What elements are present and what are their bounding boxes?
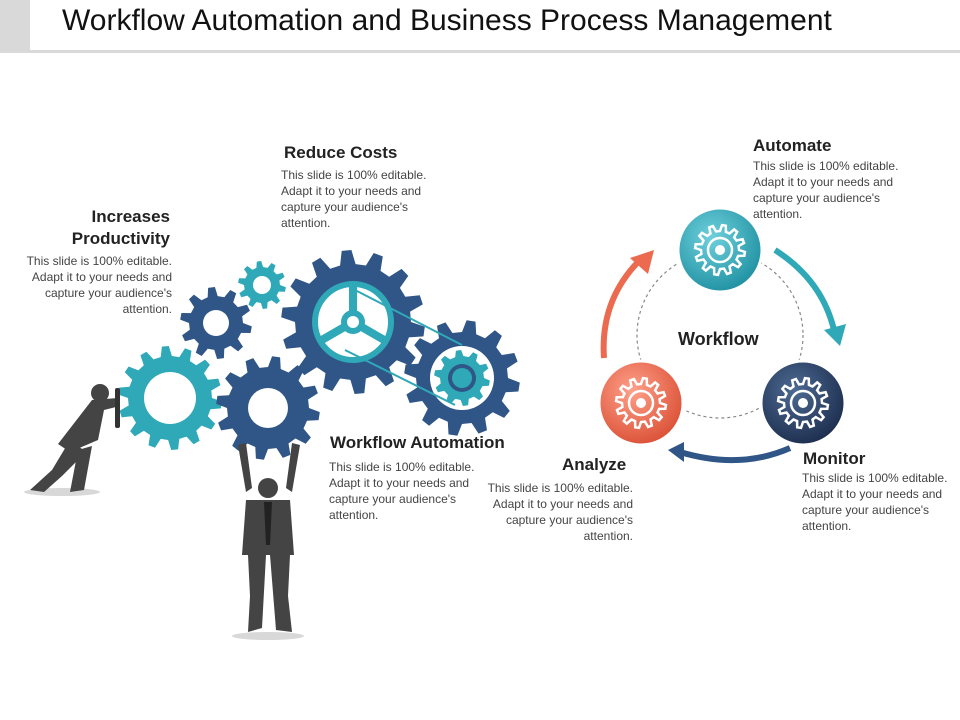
gear-icon xyxy=(216,356,320,460)
cycle-arrow-icon xyxy=(600,247,846,464)
title-bar: Workflow Automation and Business Process… xyxy=(0,0,960,53)
increases-productivity-heading-line2: Productivity xyxy=(71,229,170,248)
belt-line-bottom xyxy=(344,349,456,406)
increases-productivity-desc: This slide is 100% editable. Adapt it to… xyxy=(26,254,172,316)
gear-icon-ring xyxy=(789,389,817,417)
person-pushing-icon xyxy=(24,384,120,496)
gear-icon xyxy=(693,223,747,277)
analyze-node xyxy=(597,359,685,447)
gear-ring xyxy=(312,281,394,363)
gear-icon xyxy=(238,261,286,309)
analyze-desc: This slide is 100% editable. Adapt it to… xyxy=(487,481,633,543)
reduce-costs-heading: Reduce Costs xyxy=(284,143,398,162)
gear-icon-ring xyxy=(706,236,734,264)
cycle-center-label: Workflow xyxy=(678,329,759,349)
gear-icon xyxy=(614,376,668,430)
reduce-costs-desc: This slide is 100% editable. Adapt it to… xyxy=(281,168,427,230)
page-title: Workflow Automation and Business Process… xyxy=(62,4,832,37)
gear-hub-hole xyxy=(347,316,359,328)
gear-cluster xyxy=(118,250,520,460)
gear-icon-ring xyxy=(627,389,655,417)
workflow-automation-heading: Workflow Automation xyxy=(330,433,505,452)
increases-productivity-heading-line1: Increases xyxy=(91,207,170,226)
analyze-heading: Analyze xyxy=(562,455,627,474)
gear-hub xyxy=(452,368,472,388)
gear-icon-hub xyxy=(798,398,808,408)
gear-icon xyxy=(180,287,252,359)
gear-icon xyxy=(118,346,222,450)
monitor-heading: Monitor xyxy=(803,449,866,468)
title-accent xyxy=(0,0,30,50)
belt-line-top xyxy=(354,289,463,346)
monitor-node xyxy=(759,359,847,447)
monitor-desc: This slide is 100% editable. Adapt it to… xyxy=(802,471,948,533)
gear-icon-hub xyxy=(715,245,725,255)
person-lifting-icon xyxy=(232,443,304,640)
gear-icon-hub xyxy=(636,398,646,408)
automate-node xyxy=(676,206,764,294)
automate-desc: This slide is 100% editable. Adapt it to… xyxy=(753,159,899,221)
automate-heading: Automate xyxy=(753,136,832,155)
workflow-automation-desc: This slide is 100% editable. Adapt it to… xyxy=(329,460,475,522)
increases-productivity-heading: Increases Productivity xyxy=(20,206,170,250)
gear-icon xyxy=(776,376,830,430)
